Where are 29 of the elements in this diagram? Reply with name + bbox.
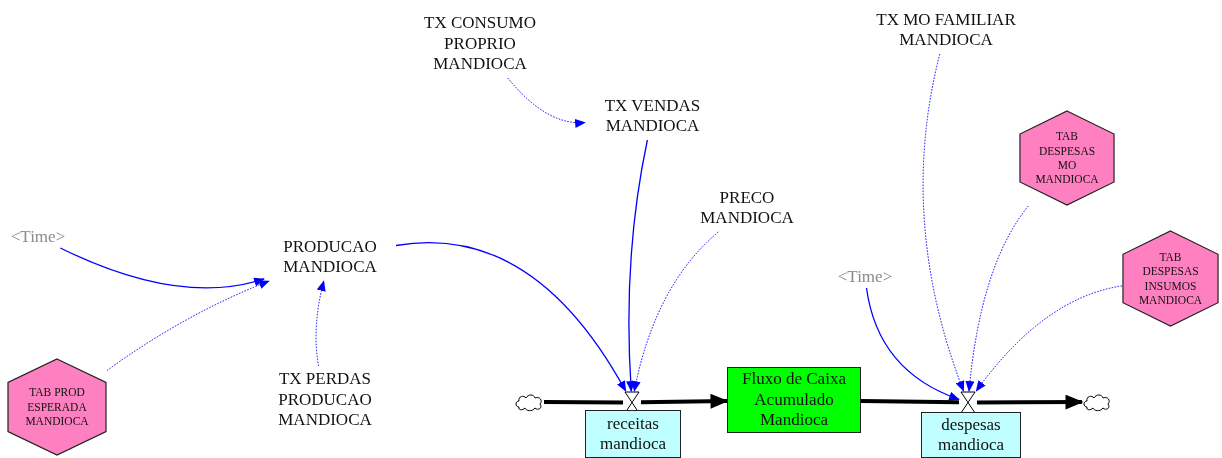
lookup-hexagon: TAB DESPESAS MO MANDIOCA — [1019, 110, 1115, 206]
arrow — [626, 139, 649, 392]
arrow — [395, 242, 627, 392]
flow-pipe-arrow — [977, 394, 1084, 410]
flow-pipe — [544, 400, 623, 405]
lookup-hexagon: TAB PROD ESPERADA MANDIOCA — [7, 358, 107, 456]
flow-rate-box: receitas mandioca — [585, 410, 681, 458]
variable-label: TX VENDAS MANDIOCA — [603, 95, 702, 137]
arrow — [975, 285, 1123, 392]
shadow-variable-label: <Time> — [836, 266, 894, 288]
arrow — [631, 231, 719, 392]
arrow — [315, 280, 326, 367]
lookup-hexagon: TAB DESPESAS INSUMOS MANDIOCA — [1122, 230, 1219, 327]
flow-pipe-arrow — [640, 393, 729, 409]
variable-label: TX CONSUMO PROPRIO MANDIOCA — [423, 13, 537, 75]
flow-pipe — [860, 398, 960, 405]
arrow — [106, 280, 270, 372]
flow-rate-box: despesas mandioca — [921, 412, 1021, 458]
variable-label: TX PERDAS PRODUCAO MANDIOCA — [277, 369, 373, 431]
variable-label: TX MO FAMILIAR MANDIOCA — [875, 9, 1017, 51]
shadow-variable-label: <Time> — [9, 226, 67, 248]
variable-label: PRODUCAO MANDIOCA — [282, 236, 378, 278]
variable-label: PRECO MANDIOCA — [699, 187, 795, 229]
arrow — [507, 77, 586, 128]
stock-box: Fluxo de Caixa Acumulado Mandioca — [727, 367, 861, 433]
arrow — [865, 287, 960, 401]
arrow — [965, 205, 1029, 392]
arrow — [59, 247, 265, 289]
arrow — [922, 53, 965, 392]
